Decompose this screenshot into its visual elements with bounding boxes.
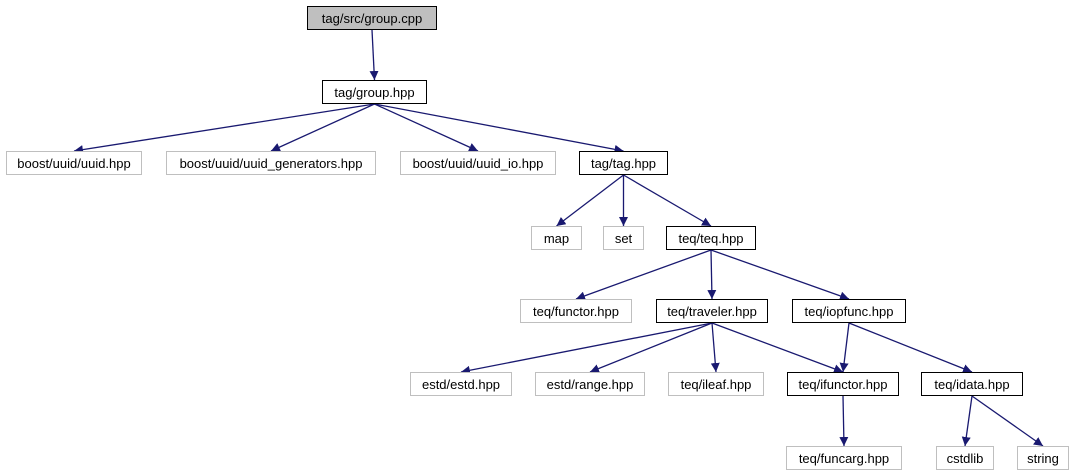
node-teq-idata-hpp[interactable]: teq/idata.hpp: [921, 372, 1023, 396]
node-teq-ileaf-hpp: teq/ileaf.hpp: [668, 372, 764, 396]
node-teq-funcarg-hpp: teq/funcarg.hpp: [786, 446, 902, 470]
edge-traveler-to-ileaf: [710, 322, 720, 373]
edge-teq-to-iopfunc: [710, 249, 850, 301]
node-set: set: [603, 226, 644, 250]
node-teq-iopfunc-hpp[interactable]: teq/iopfunc.hpp: [792, 299, 906, 323]
edge-idata-to-cstdlib: [961, 395, 973, 447]
node-boost-uuid-uuid-hpp: boost/uuid/uuid.hpp: [6, 151, 142, 175]
node-map: map: [531, 226, 582, 250]
edge-tag-to-teq: [623, 174, 712, 227]
edge-group-to-tag: [374, 103, 624, 154]
node-tag-src-group-cpp: tag/src/group.cpp: [307, 6, 437, 30]
edge-group-to-uuidio: [374, 103, 479, 152]
edge-teq-to-functor: [575, 249, 712, 301]
edge-group-to-uuid: [73, 103, 375, 155]
edge-iopfunc-to-idata: [848, 322, 973, 373]
node-tag-tag-hpp[interactable]: tag/tag.hpp: [579, 151, 668, 175]
edge-traveler-to-range: [589, 322, 713, 373]
node-string: string: [1017, 446, 1069, 470]
node-tag-group-hpp[interactable]: tag/group.hpp: [322, 80, 427, 104]
edge-idata-to-string: [971, 395, 1044, 447]
node-estd-range-hpp: estd/range.hpp: [535, 372, 645, 396]
node-boost-uuid-uuid-io-hpp: boost/uuid/uuid_io.hpp: [400, 151, 556, 175]
edge-iopfunc-to-ifunctor: [839, 322, 850, 373]
edge-tag-to-map: [556, 174, 624, 227]
edge-traveler-to-ifunctor: [711, 322, 844, 374]
node-boost-uuid-uuid-generators-hpp: boost/uuid/uuid_generators.hpp: [166, 151, 376, 175]
node-estd-estd-hpp: estd/estd.hpp: [410, 372, 512, 396]
node-teq-ifunctor-hpp[interactable]: teq/ifunctor.hpp: [787, 372, 899, 396]
edge-teq-to-traveler: [707, 249, 717, 300]
edge-ifunctor-to-funcarg: [839, 395, 849, 447]
node-teq-teq-hpp[interactable]: teq/teq.hpp: [666, 226, 756, 250]
node-cstdlib: cstdlib: [936, 446, 994, 470]
node-teq-traveler-hpp[interactable]: teq/traveler.hpp: [656, 299, 768, 323]
edge-root-to-group: [369, 29, 379, 81]
node-teq-functor-hpp: teq/functor.hpp: [520, 299, 632, 323]
edge-traveler-to-estd: [460, 322, 713, 375]
edge-group-to-uuidgen: [270, 103, 375, 152]
